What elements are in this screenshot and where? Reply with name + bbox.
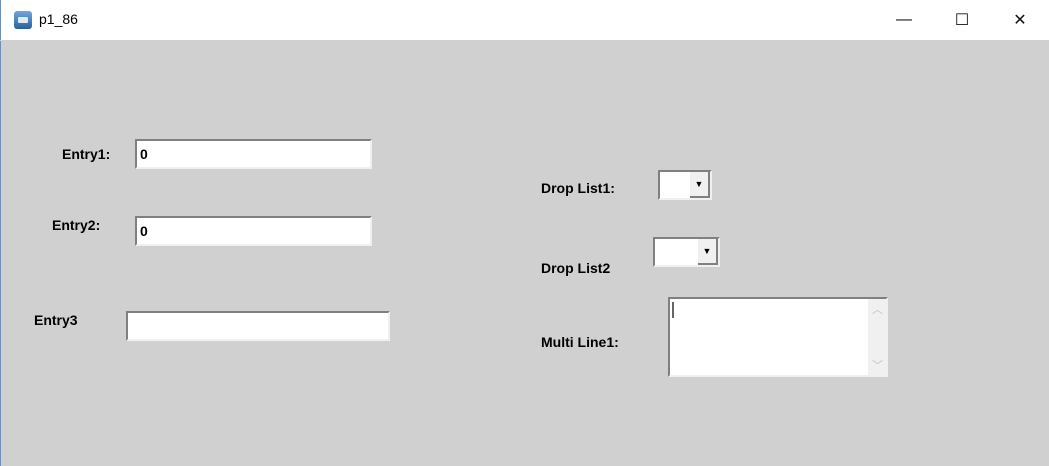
entry1-input[interactable]: 0 [135, 139, 372, 169]
droplist1-select[interactable]: ▼ [658, 170, 712, 200]
multiline1-label: Multi Line1: [541, 334, 619, 350]
title-bar: p1_86 — ☐ ✕ [0, 0, 1049, 40]
app-icon [14, 11, 32, 29]
chevron-down-icon[interactable]: ▼ [690, 172, 710, 198]
entry3-label: Entry3 [34, 312, 78, 328]
chevron-down-icon[interactable]: ▼ [698, 239, 718, 265]
window-title: p1_86 [39, 11, 78, 27]
droplist2-select[interactable]: ▼ [653, 237, 720, 267]
droplist2-label: Drop List2 [541, 260, 611, 276]
maximize-button[interactable]: ☐ [954, 12, 970, 29]
multiline1-textarea[interactable]: ︿ ﹀ [668, 297, 888, 377]
scroll-up-icon[interactable]: ︿ [872, 304, 883, 316]
text-caret [672, 302, 674, 318]
close-button[interactable]: ✕ [1013, 12, 1027, 29]
minimize-button[interactable]: — [896, 11, 912, 28]
entry2-label: Entry2: [52, 217, 101, 233]
entry3-input[interactable] [126, 311, 390, 341]
droplist1-label: Drop List1: [541, 180, 615, 196]
entry1-label: Entry1: [62, 146, 111, 162]
scroll-down-icon[interactable]: ﹀ [872, 360, 883, 372]
vertical-scrollbar[interactable]: ︿ ﹀ [868, 299, 886, 375]
window-client [0, 41, 1049, 466]
entry2-input[interactable]: 0 [135, 216, 372, 246]
